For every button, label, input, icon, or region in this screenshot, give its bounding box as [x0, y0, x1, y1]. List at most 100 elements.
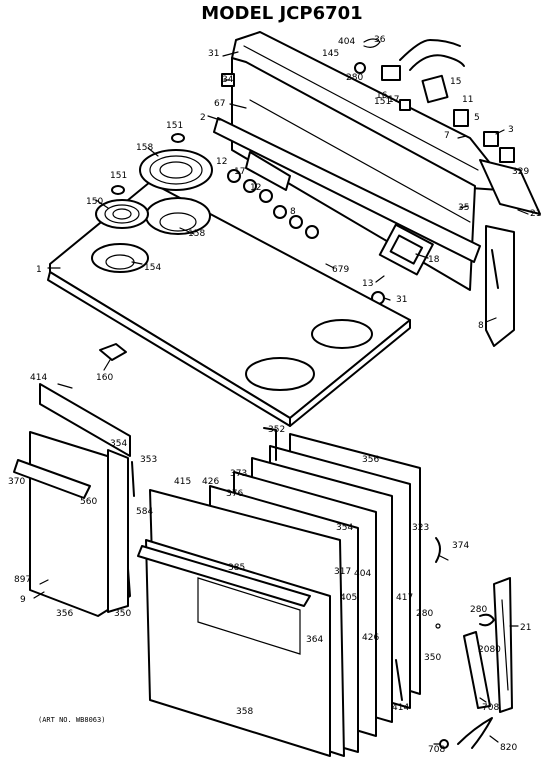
ring	[111, 185, 125, 195]
rear-trim	[479, 159, 541, 215]
part-label: 708	[428, 745, 445, 755]
part-label: 414	[392, 703, 409, 713]
part-label: 36	[374, 35, 386, 45]
part-label: 31	[208, 49, 219, 59]
part-label: 414	[30, 373, 47, 383]
part-label: 370	[8, 477, 25, 487]
part-label: 145	[322, 49, 339, 59]
part-label: 280	[346, 73, 363, 83]
part-label: 17	[234, 167, 245, 177]
part-label: 323	[412, 523, 429, 533]
control-knob[interactable]	[259, 189, 273, 203]
control-trim-strip	[213, 117, 481, 263]
storage-drawer	[13, 383, 135, 617]
part-label: 404	[338, 37, 355, 47]
infinite-switch	[453, 109, 469, 127]
part-label: 31	[396, 295, 407, 305]
art-number: (ART NO. WB8063)	[38, 716, 105, 724]
part-label: 151	[110, 171, 127, 181]
part-label: 679	[332, 265, 349, 275]
part-label: 897	[14, 575, 31, 585]
part-label: 426	[202, 477, 219, 487]
terminal-block-cover	[399, 39, 461, 61]
surface-element	[95, 199, 149, 229]
part-label: 376	[226, 489, 243, 499]
switch-block	[421, 74, 449, 104]
part-label: 584	[136, 507, 153, 517]
part-label: 356	[56, 609, 73, 619]
part-label: 34	[222, 75, 234, 85]
receptacle	[99, 343, 127, 361]
part-label: 280	[416, 609, 433, 619]
part-label: 12	[250, 183, 261, 193]
control-knob[interactable]	[243, 179, 257, 193]
part-label: 158	[136, 143, 153, 153]
cooktop	[47, 133, 411, 427]
part-label: 353	[140, 455, 157, 465]
part-label: 350	[424, 653, 441, 663]
part-label: 17	[388, 95, 399, 105]
part-label: 1	[36, 265, 42, 275]
terminal-block	[381, 65, 401, 81]
backsplash-assembly	[213, 31, 541, 347]
door-handle	[137, 545, 311, 607]
part-label: 12	[216, 157, 227, 167]
hinge-lever	[457, 717, 493, 749]
part-label: 404	[354, 569, 371, 579]
part-label: 11	[462, 95, 473, 105]
clip	[363, 38, 381, 48]
oven-door-assembly	[137, 427, 441, 757]
drawer-handle	[13, 459, 91, 499]
part-label: 356	[362, 455, 379, 465]
part-label: 3	[508, 125, 514, 135]
part-label: 21	[520, 623, 531, 633]
control-knob[interactable]	[289, 215, 303, 229]
part-label: 820	[500, 743, 517, 753]
part-label: 329	[512, 167, 529, 177]
drawer-glide	[39, 383, 131, 457]
part-label: 8	[290, 207, 296, 217]
screw	[354, 62, 366, 74]
part-label: 18	[428, 255, 440, 265]
part-label: 8	[478, 321, 484, 331]
side-bracket	[485, 225, 515, 347]
part-label: 160	[96, 373, 113, 383]
part-label: 358	[236, 707, 253, 717]
control-knob[interactable]	[305, 225, 319, 239]
part-label: 354	[336, 523, 353, 533]
control-knob[interactable]	[273, 205, 287, 219]
part-label: 280	[470, 605, 487, 615]
part-label: 385	[228, 563, 245, 573]
part-label: 67	[214, 99, 225, 109]
part-label: 354	[110, 439, 127, 449]
burner-opening	[311, 319, 373, 349]
part-labels: 31 404 36 145 280 16 17 15 11 5 7 3 151 …	[8, 35, 541, 755]
drawer-side	[107, 449, 129, 613]
door-window	[197, 577, 301, 655]
part-label: 7	[444, 131, 450, 141]
part-label: 364	[306, 635, 323, 645]
ring	[171, 133, 185, 143]
part-label: 560	[80, 497, 97, 507]
part-label: 415	[174, 477, 191, 487]
relay	[399, 99, 411, 111]
burner-opening	[245, 357, 315, 391]
hinge-parts	[435, 577, 513, 749]
part-label: 150	[86, 197, 103, 207]
indicator-light	[499, 147, 515, 163]
control-knob[interactable]	[227, 169, 241, 183]
control-knobs	[227, 169, 319, 239]
part-label: 708	[482, 703, 499, 713]
part-label: 350	[114, 609, 131, 619]
part-label: 374	[452, 541, 469, 551]
part-label: 35	[458, 203, 469, 213]
electrical-components	[221, 38, 515, 305]
part-label: 317	[334, 567, 351, 577]
door-hinge-spring	[435, 537, 441, 563]
part-label: 405	[340, 593, 357, 603]
part-label: 13	[362, 279, 373, 289]
hinge-pin	[263, 427, 277, 461]
part-label: 154	[144, 263, 161, 273]
